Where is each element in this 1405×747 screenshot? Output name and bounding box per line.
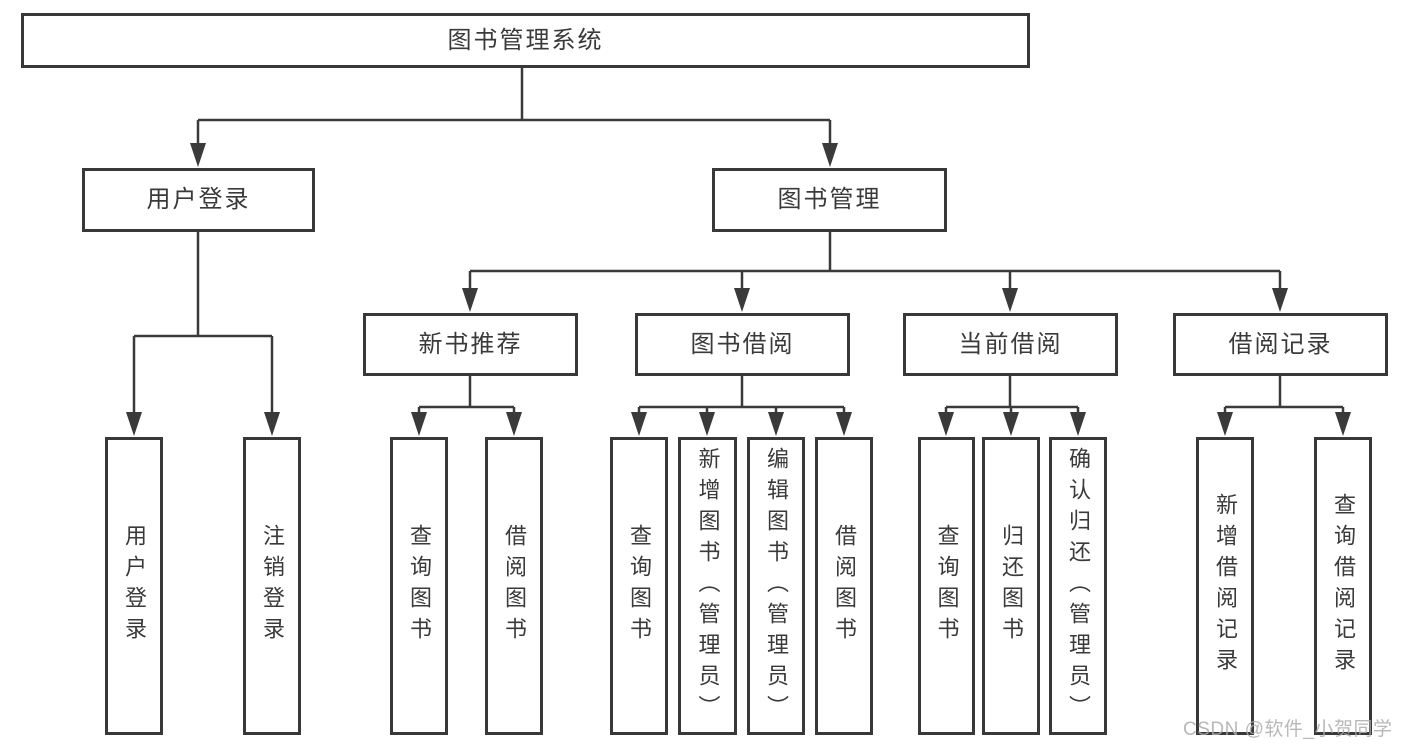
arrowhead-down-icon [1217, 412, 1233, 436]
arrowhead-down-icon [938, 412, 954, 436]
leaf-br-query-record: 查询借阅记录 [1314, 437, 1372, 735]
leaf-user-login: 用户登录 [105, 437, 163, 735]
connector-line [417, 376, 516, 414]
leaf-br-add-record: 新增借阅记录 [1196, 437, 1254, 735]
connector-current-borrow-to-leaves [938, 376, 1086, 436]
node-book-management: 图书管理 [712, 168, 947, 232]
leaf-bb-borrow-books: 借阅图书 [815, 437, 873, 735]
node-new-book-recommend: 新书推荐 [363, 313, 578, 376]
connector-line [468, 232, 1282, 290]
arrowhead-down-icon [462, 288, 478, 312]
arrowhead-down-icon [411, 412, 427, 436]
connector-user-login-to-leaves [126, 232, 280, 436]
arrowhead-down-icon [836, 412, 852, 436]
arrowhead-down-icon [1003, 412, 1019, 436]
arrowhead-down-icon [190, 143, 206, 167]
connector-new-book-recommend-to-leaves [411, 376, 522, 436]
arrowhead-down-icon [699, 412, 715, 436]
arrowhead-down-icon [1335, 412, 1351, 436]
leaf-nb-query-books: 查询图书 [390, 437, 448, 735]
connector-borrow-records-to-leaves [1217, 376, 1351, 436]
connector-line [944, 376, 1080, 414]
leaf-logout: 注销登录 [243, 437, 301, 735]
leaf-bb-query-books: 查询图书 [610, 437, 668, 735]
connector-line [132, 232, 274, 414]
leaf-cb-query-books: 查询图书 [918, 437, 975, 735]
connector-book-borrow-to-leaves [631, 376, 852, 436]
arrowhead-down-icon [126, 412, 142, 436]
leaf-cb-return-books: 归还图书 [982, 437, 1040, 735]
connector-book-management-to-level3 [462, 232, 1288, 312]
leaf-cb-confirm-return: 确认归还（管理员） [1049, 437, 1107, 735]
connector-line [637, 376, 846, 414]
arrowhead-down-icon [1272, 288, 1288, 312]
node-current-borrow: 当前借阅 [903, 313, 1118, 376]
arrowhead-down-icon [1070, 412, 1086, 436]
node-book-borrow: 图书借阅 [635, 313, 850, 376]
leaf-bb-edit-books: 编辑图书（管理员） [747, 437, 805, 735]
arrowhead-down-icon [631, 412, 647, 436]
arrowhead-down-icon [734, 288, 750, 312]
arrowhead-down-icon [768, 412, 784, 436]
node-user-login: 用户登录 [82, 168, 315, 232]
connector-line [1223, 376, 1345, 414]
arrowhead-down-icon [506, 412, 522, 436]
leaf-nb-borrow-books: 借阅图书 [485, 437, 543, 735]
connector-root-to-level2 [190, 68, 838, 167]
node-borrow-records: 借阅记录 [1173, 313, 1388, 376]
arrowhead-down-icon [264, 412, 280, 436]
leaf-bb-add-books: 新增图书（管理员） [678, 437, 737, 735]
csdn-watermark: CSDN @软件_小贺同学 [1183, 719, 1393, 740]
connector-line [196, 68, 832, 144]
node-root: 图书管理系统 [21, 13, 1030, 68]
arrowhead-down-icon [1002, 288, 1018, 312]
arrowhead-down-icon [822, 143, 838, 167]
